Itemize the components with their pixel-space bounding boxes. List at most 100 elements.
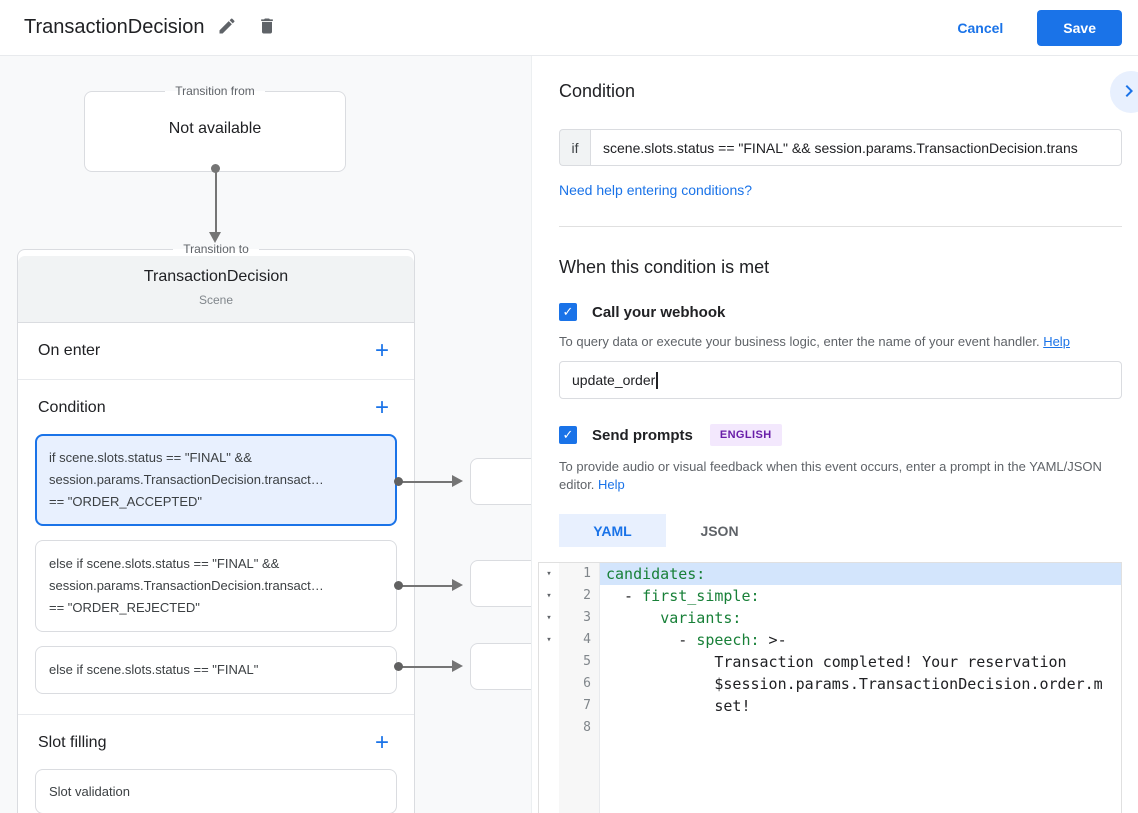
line-number: 8 [583,720,591,735]
yaml-text-token: $session.params.TransactionDecision.orde… [606,675,1103,693]
add-condition-button[interactable] [370,396,394,420]
on-enter-label: On enter [38,342,101,359]
editor-code-area[interactable]: candidates: - first_simple: variants: - … [600,563,1121,813]
yaml-key-token: candidates: [606,565,706,583]
collapse-panel-button[interactable] [1110,71,1138,113]
code-line[interactable]: - speech: >- [600,629,1121,651]
yaml-text-token: set! [606,697,751,715]
code-line[interactable]: Transaction completed! Your reservation [600,651,1121,673]
code-line[interactable]: candidates: [600,563,1121,585]
fold-arrow-icon[interactable]: ▾ [546,635,552,645]
send-prompts-checkbox[interactable] [559,426,577,444]
save-button[interactable]: Save [1037,9,1122,46]
transition-target-box[interactable] [470,458,531,505]
condition-card-line: == "ORDER_ACCEPTED" [49,494,202,509]
line-number: 4 [583,632,591,647]
cancel-button[interactable]: Cancel [945,12,1015,44]
webhook-checkbox-row: Call your webhook [559,303,1122,321]
add-on-enter-button[interactable] [370,339,394,363]
fold-arrow-icon[interactable]: ▾ [546,569,552,579]
condition-card-line: if scene.slots.status == "FINAL" && [49,450,252,465]
arrow-right-icon [452,660,463,672]
condition-section-label: Condition [38,399,106,416]
delete-scene-button[interactable] [250,11,284,45]
if-prefix-label: if [559,129,590,166]
condition-expression-input[interactable]: scene.slots.status == "FINAL" && session… [590,129,1122,166]
yaml-text-token [606,609,660,627]
event-handler-value: update_order [572,372,656,388]
code-line[interactable]: set! [600,695,1121,717]
condition-help-link[interactable]: Need help entering conditions? [559,182,753,198]
transition-target-box[interactable] [470,560,531,607]
condition-card-line: == "ORDER_REJECTED" [49,600,200,615]
webhook-help-link[interactable]: Help [1043,334,1070,349]
fold-arrow-icon[interactable]: ▾ [546,591,552,601]
condition-card-line: session.params.TransactionDecision.trans… [49,472,324,487]
scene-name: TransactionDecision [143,268,289,285]
yaml-text-token: >- [759,631,787,649]
condition-card[interactable]: if scene.slots.status == "FINAL" && sessi… [35,434,397,526]
code-line[interactable]: $session.params.TransactionDecision.orde… [600,673,1121,695]
call-webhook-checkbox[interactable] [559,303,577,321]
text-caret [656,371,658,389]
slot-validation-card[interactable]: Slot validation [35,769,397,813]
when-met-title: When this condition is met [559,257,770,277]
scene-flow-canvas: Transition from Not available Transition… [0,56,531,813]
event-handler-input[interactable]: update_order [559,361,1122,399]
add-slot-button[interactable] [370,731,394,755]
code-line[interactable] [600,717,1121,739]
edit-title-button[interactable] [210,11,244,45]
transition-target-box[interactable] [470,643,531,690]
slot-filling-label: Slot filling [38,734,107,751]
transition-to-legend: Transition to [183,242,249,256]
condition-card-line: session.params.TransactionDecision.trans… [49,578,324,593]
yaml-key-token: variants: [660,609,742,627]
when-condition-met-section: When this condition is met Call your web… [538,227,1122,813]
scene-card-header[interactable]: TransactionDecision Scene [18,256,414,323]
line-number: 1 [583,566,591,581]
prompts-help-link[interactable]: Help [598,477,625,492]
trash-icon [257,16,277,39]
transition-to-box: Transition to TransactionDecision Scene … [17,242,415,813]
transition-arrow [209,164,222,246]
page-title: TransactionDecision [24,16,205,38]
condition-1-connector [394,475,472,488]
on-enter-row[interactable]: On enter [18,323,414,380]
condition-card-list: if scene.slots.status == "FINAL" && sessi… [35,434,397,694]
line-number: 3 [583,610,591,625]
chevron-right-icon [1117,79,1138,106]
fold-gutter-cell [539,673,559,695]
slot-filling-section: Slot filling Slot validation [18,715,414,813]
fold-arrow-icon[interactable]: ▾ [546,613,552,623]
fold-gutter-cell [539,651,559,673]
line-number: 6 [583,676,591,691]
pencil-icon [217,16,237,39]
yaml-text-token: - [606,587,643,605]
yaml-text-token: Transaction completed! Your reservation [606,653,1067,671]
condition-card[interactable]: else if scene.slots.status == "FINAL" [35,646,397,694]
code-line[interactable]: variants: [600,607,1121,629]
yaml-key-token: first_simple: [642,587,760,605]
arrow-down-icon [209,232,221,243]
condition-2-connector [394,579,472,592]
arrow-right-icon [452,579,463,591]
transition-from-content: Not available [168,120,262,137]
condition-3-connector [394,660,472,673]
editor-fold-gutter[interactable]: ▾ ▾ ▾ ▾ [539,563,559,813]
line-number: 7 [583,698,591,713]
condition-panel-title: Condition [559,81,636,101]
webhook-helper-text: To query data or execute your business l… [559,333,1122,351]
tab-yaml[interactable]: YAML [559,514,666,547]
yaml-text-token: - [606,631,697,649]
send-prompts-label: Send prompts [592,426,693,444]
app-header: TransactionDecision Cancel Save [0,0,1138,56]
call-webhook-label: Call your webhook [592,303,726,321]
code-line[interactable]: - first_simple: [600,585,1121,607]
condition-edit-panel: Condition if scene.slots.status == "FINA… [531,56,1138,813]
prompts-checkbox-row: Send prompts ENGLISH [559,424,1122,446]
yaml-key-token: speech: [696,631,760,649]
tab-json[interactable]: JSON [700,522,739,539]
condition-card[interactable]: else if scene.slots.status == "FINAL" &&… [35,540,397,632]
